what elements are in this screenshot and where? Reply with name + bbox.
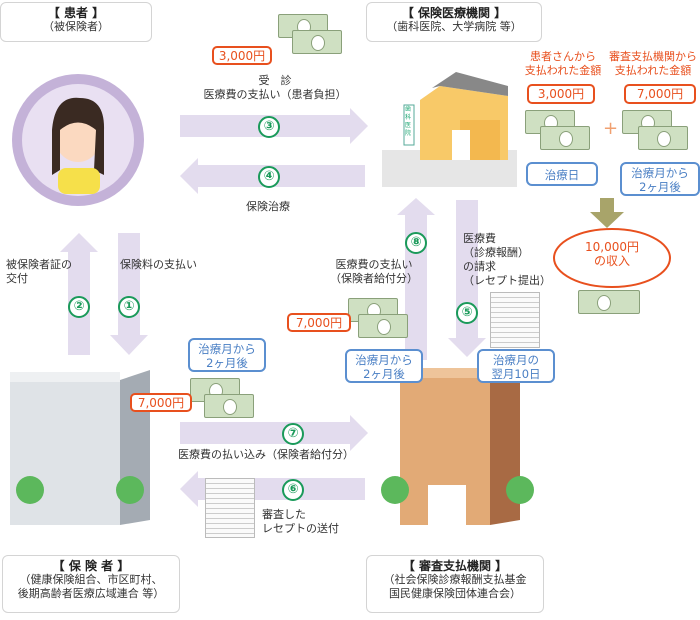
step1-label: 保険料の支払い — [120, 258, 197, 271]
arrow-7 — [180, 415, 368, 451]
income-total-label: の収入 — [593, 254, 630, 268]
insurer-title: 【 保 険 者 】 — [52, 559, 130, 573]
step8-amount: 7,000円 — [287, 313, 351, 332]
income-total: 10,000円 — [585, 240, 639, 254]
step7-number: ⑦ — [282, 423, 304, 445]
step6-number: ⑥ — [282, 479, 304, 501]
from-review-label2: 支払われた金額 — [614, 64, 692, 77]
step3-label1: 受 診 — [258, 74, 292, 87]
step3-number: ③ — [258, 116, 280, 138]
step5-label2: （診療報酬） — [463, 246, 529, 259]
step3-amount: 3,000円 — [212, 46, 272, 65]
result-arrow — [590, 198, 624, 228]
clinic-sign: 歯科医院 — [405, 106, 412, 137]
from-patient-label2: 支払われた金額 — [524, 64, 602, 77]
step1-number: ① — [118, 296, 140, 318]
from-review-label1: 審査支払機関から — [609, 50, 697, 63]
step2-label2: 交付 — [6, 272, 28, 285]
plus-sign: + — [603, 118, 619, 139]
provider-sub: （歯科医院、大学病院 等） — [386, 20, 522, 33]
step5-label1: 医療費 — [463, 232, 496, 245]
provider-label: 【 保険医療機関 】 （歯科医院、大学病院 等） — [366, 2, 542, 42]
step8-timing2: 2ヶ月後 — [363, 367, 405, 381]
from-patient-label1: 患者さんから — [530, 50, 596, 63]
step2-label1: 被保険者証の — [6, 258, 72, 271]
step4-number: ④ — [258, 166, 280, 188]
patient-label: 【 患者 】 （被保険者） — [0, 2, 152, 42]
step7-label: 医療費の払い込み（保険者給付分） — [178, 448, 354, 461]
banknote-icon — [638, 126, 688, 150]
review-sub1: （社会保険診療報酬支払基金 — [383, 573, 527, 586]
insurer-sub1: （健康保険組合、市区町村、 — [19, 573, 163, 586]
step5-timing2: 翌月10日 — [491, 367, 541, 381]
step7-timing2: 2ヶ月後 — [206, 356, 248, 370]
step5-label3: の請求 — [463, 260, 496, 273]
step5-number: ⑤ — [456, 302, 478, 324]
step2-number: ② — [68, 296, 90, 318]
arrow-2 — [60, 233, 98, 355]
insurer-label: 【 保 険 者 】 （健康保険組合、市区町村、 後期高齢者医療広域連合 等） — [2, 555, 180, 613]
step4-label: 保険治療 — [246, 200, 290, 213]
income-ellipse — [553, 228, 671, 288]
banknote-icon — [358, 314, 408, 338]
step8-label2: （保険者給付分） — [330, 272, 418, 285]
step5-timing1: 治療月の — [493, 353, 539, 367]
receipt-document-icon — [490, 292, 540, 348]
patient-title: 【 患者 】 — [47, 6, 105, 20]
step6-label2: レセプトの送付 — [262, 522, 339, 535]
step7-timing1: 治療月から — [198, 342, 256, 356]
arrow-1 — [110, 233, 148, 355]
patient-timing: 治療日 — [526, 162, 598, 186]
step5-label4: （レセプト提出） — [463, 274, 551, 287]
banknote-icon — [292, 30, 342, 54]
banknote-icon — [578, 290, 640, 314]
review-timing1: 治療月から — [631, 166, 689, 180]
step6-label1: 審査した — [262, 508, 306, 521]
step3-label2: 医療費の支払い（患者負担） — [203, 88, 347, 101]
review-amount: 7,000円 — [624, 84, 696, 104]
banknote-icon — [540, 126, 590, 150]
review-sub2: 国民健康保険団体連合会） — [389, 587, 521, 600]
step7-amount: 7,000円 — [130, 393, 192, 412]
step8-timing1: 治療月から — [355, 353, 413, 367]
review-title: 【 審査支払機関 】 — [402, 559, 508, 573]
banknote-icon — [204, 394, 254, 418]
step8-number: ⑧ — [405, 232, 427, 254]
patient-sub: （被保険者） — [43, 20, 109, 33]
insurer-sub2: 後期高齢者医療広域連合 等） — [17, 587, 165, 600]
provider-title: 【 保険医療機関 】 — [401, 6, 507, 20]
step8-label1: 医療費の支払い — [335, 258, 413, 271]
review-label: 【 審査支払機関 】 （社会保険診療報酬支払基金 国民健康保険団体連合会） — [366, 555, 544, 613]
receipt-document-icon — [205, 478, 255, 538]
patient-amount: 3,000円 — [527, 84, 595, 104]
review-timing2: 2ヶ月後 — [639, 180, 681, 194]
